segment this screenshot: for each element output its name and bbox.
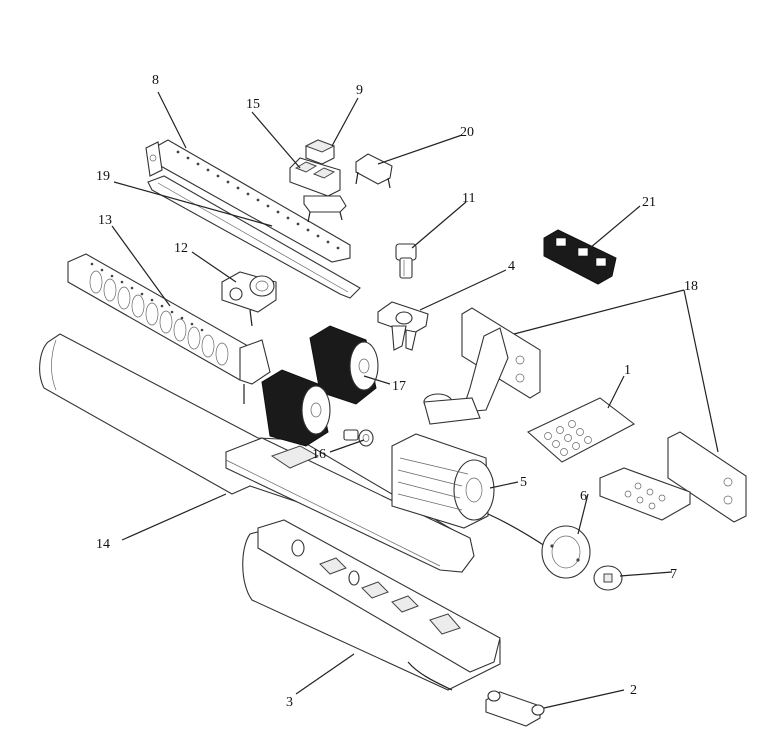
callout-20: 20 [460,125,474,140]
callout-1: 1 [624,363,631,378]
part-8-perforated-rack [145,139,351,263]
part-7-washer [593,565,623,591]
part-9-small-block [304,139,336,165]
part-17-lower-bracket [599,431,747,523]
callout-14: 14 [96,537,110,552]
callout-21: 21 [642,195,656,210]
part-2-end-clip [485,690,545,727]
callout-5: 5 [520,475,527,490]
callout-15: 15 [246,97,260,112]
callout-18: 19 [96,169,110,184]
part-4-mechanism [377,301,429,351]
part-19-rollers [261,325,379,447]
leader-lines [111,91,719,709]
callout-7: 7 [670,567,677,582]
part-6-round-module [487,513,591,579]
callout-13: 13 [98,213,112,228]
callout-3: 3 [286,695,293,710]
part-20-clip [355,153,393,189]
callout-2: 2 [630,683,637,698]
callout-12: 12 [174,241,188,256]
callout-19: 17 [392,379,406,394]
part-16-small-gear [343,429,374,447]
callout-6: 6 [580,489,587,504]
part-21-connector-block [543,229,617,285]
callout-labels: 8 9 15 20 11 21 19 13 12 4 18 1 17 16 5 … [96,73,698,710]
callout-8: 8 [152,73,159,88]
part-3-base-housing [242,519,501,691]
callout-17: 18 [684,279,698,294]
part-1-perforated-plate [527,397,636,463]
part-5-motor [391,433,495,529]
part-12-bracket [221,271,277,327]
part-13-spiral-rack [67,253,271,404]
callout-11: 11 [462,191,475,206]
part-15-holder [289,157,347,223]
part-11-knob [395,243,417,279]
part-14-cover [39,333,475,573]
part-17-upper-bracket [423,307,541,425]
callout-9: 9 [356,83,363,98]
callout-4: 4 [508,259,515,274]
callout-16: 16 [312,447,326,462]
